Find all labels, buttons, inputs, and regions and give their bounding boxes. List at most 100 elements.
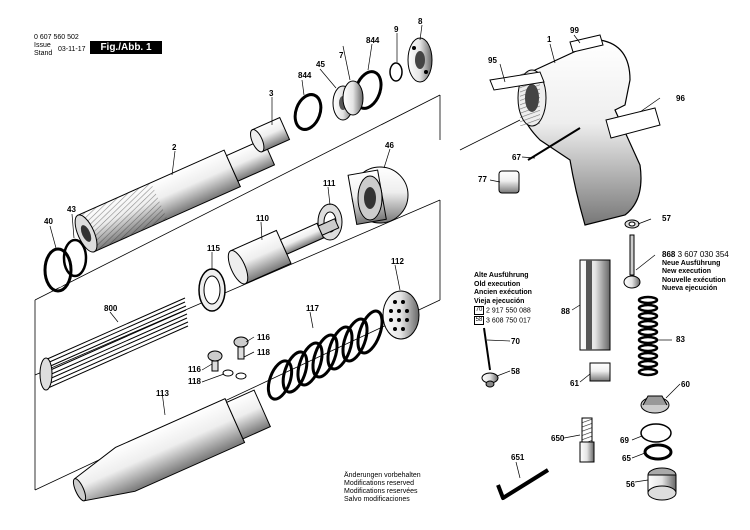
part-washer-57 (624, 219, 640, 229)
callout-95: 95 (488, 56, 497, 65)
new-execution-legend: 868 3 607 030 354 Neue Ausführung New ex… (662, 250, 729, 294)
part-valve-7 (342, 80, 364, 116)
leader-lines (49, 24, 681, 483)
legend-old-line-1: Alte Ausführung (474, 272, 529, 279)
part-spring-117 (266, 309, 384, 401)
callout-60: 60 (681, 380, 690, 389)
callout-56: 56 (626, 480, 635, 489)
stand-label: Stand (34, 50, 53, 57)
callout-116-a: 116 (257, 333, 270, 342)
figure-label: Fig./Abb. 1 (90, 41, 162, 54)
callout-7: 7 (339, 51, 344, 60)
part-block-61 (589, 362, 611, 382)
callout-118-b: 118 (188, 377, 201, 386)
legend-old-number-70: 2 917 550 088 (486, 307, 531, 315)
callout-96: 96 (676, 94, 685, 103)
callout-40: 40 (44, 217, 53, 226)
callout-8: 8 (418, 17, 423, 26)
callout-58: 58 (511, 367, 520, 376)
part-screws-116-118 (207, 336, 249, 380)
issue-label: Issue (34, 42, 51, 49)
callout-650: 650 (551, 434, 565, 443)
old-execution-legend: Alte Ausführung Old execution Ancien exé… (474, 272, 532, 326)
callout-2: 2 (172, 143, 177, 152)
callout-46: 46 (385, 141, 394, 150)
legend-old-ref-70: 70 (474, 306, 484, 315)
callout-115: 115 (207, 244, 220, 253)
legend-new-line-2: New execution (662, 268, 712, 275)
part-plate-112 (382, 290, 420, 340)
callout-844-a: 844 (298, 71, 312, 80)
modifications-notice: Änderungen vorbehalten Modifications res… (344, 472, 421, 504)
part-ring-115 (198, 268, 226, 312)
callout-67: 67 (512, 153, 521, 162)
callout-83: 83 (676, 335, 685, 344)
part-spring-83 (637, 295, 659, 377)
legend-new-line-3: Nouvelle exécution (662, 276, 726, 284)
callout-844-b: 844 (366, 36, 380, 45)
legend-new-ref: 868 (662, 250, 676, 259)
part-trigger-77 (498, 170, 520, 194)
part-plug-56 (647, 467, 677, 501)
callout-69: 69 (620, 436, 629, 445)
callout-57: 57 (662, 214, 671, 223)
legend-new-line-1: Neue Ausführung (662, 259, 721, 267)
callout-99: 99 (570, 26, 579, 35)
callout-118-a: 118 (257, 348, 270, 357)
callout-110: 110 (256, 214, 269, 223)
callout-112: 112 (391, 257, 404, 266)
callout-116-b: 116 (188, 365, 201, 374)
callout-70: 70 (511, 337, 520, 346)
document-number: 0 607 560 502 (34, 34, 79, 41)
callout-77: 77 (478, 175, 487, 184)
part-hex-nut-46 (347, 166, 409, 226)
callout-9: 9 (394, 25, 399, 34)
callout-88: 88 (561, 307, 570, 316)
callout-117: 117 (306, 304, 319, 313)
part-trigger-pin-67 (527, 127, 581, 161)
part-oring-844-left (293, 93, 323, 131)
callout-45: 45 (316, 60, 325, 69)
legend-old-ref-58: 58 (474, 315, 484, 325)
notice-line-4: Salvo modificaciones (344, 496, 410, 503)
issue-date: 03-11-17 (58, 46, 86, 53)
callout-43: 43 (67, 205, 76, 214)
part-valve-body-88 (579, 259, 611, 351)
notice-line-1: Änderungen vorbehalten (344, 472, 421, 479)
callout-111: 111 (323, 179, 336, 188)
part-ring-65 (643, 443, 673, 461)
legend-new-line-4: Nueva ejecución (662, 285, 718, 292)
callout-1: 1 (547, 35, 552, 44)
legend-new-header: 868 3 607 030 354 (662, 250, 729, 260)
legend-old-line-3: Ancien exécution (474, 289, 532, 296)
legend-old-line-2: Old execution (474, 280, 521, 288)
part-hex-key-651 (496, 468, 550, 500)
callout-651: 651 (511, 453, 525, 462)
legend-old-number-58: 3 608 750 017 (486, 317, 531, 325)
notice-line-2: Modifications reserved (344, 480, 415, 487)
part-barrel (74, 138, 276, 253)
part-screen-60 (640, 395, 670, 414)
guide-lines (34, 94, 521, 491)
label-stripes (489, 34, 661, 139)
legend-old-line-4: Vieja ejecución (474, 297, 525, 305)
part-old-valve-70-58 (481, 327, 499, 388)
callout-113: 113 (156, 389, 169, 398)
part-sleeve-3 (250, 116, 291, 153)
part-ring-69 (640, 423, 672, 443)
callout-65: 65 (622, 454, 631, 463)
legend-new-number: 3 607 030 354 (677, 250, 729, 259)
part-ring-9 (389, 62, 403, 82)
part-fitting-650 (579, 417, 595, 463)
part-valve-868 (623, 234, 641, 289)
notice-line-3: Modifications reservées (344, 488, 418, 495)
part-needles-800 (39, 297, 189, 391)
part-cap-8 (407, 37, 433, 83)
callout-3: 3 (269, 89, 274, 98)
callout-61: 61 (570, 379, 579, 388)
part-body-113 (72, 389, 272, 502)
